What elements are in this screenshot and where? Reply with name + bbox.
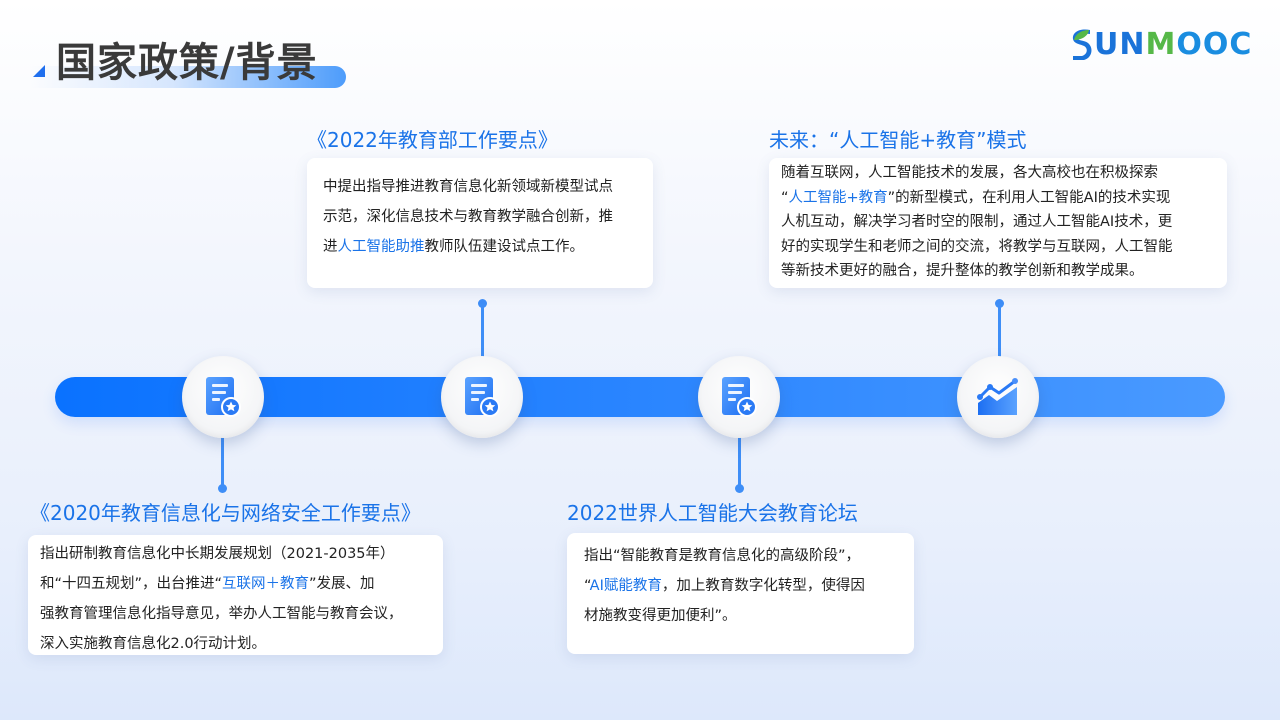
logo-text: UNMOOC xyxy=(1094,26,1253,62)
document-star-icon xyxy=(465,377,500,417)
logo-leaf-icon xyxy=(1072,29,1092,60)
connector-line-1 xyxy=(221,436,224,488)
card-line: “AI赋能教育，加上教育数字化转型，使得因 xyxy=(584,578,865,594)
card-line: 中提出指导推进教育信息化新领域新模型试点 xyxy=(323,179,613,195)
card-line: 人机互动，解决学习者时空的限制，通过人工智能AI技术，更 xyxy=(781,214,1173,230)
highlight-text: 人工智能助推 xyxy=(337,239,425,255)
timeline-node-3 xyxy=(698,356,780,438)
card-line: 进人工智能助推教师队伍建设试点工作。 xyxy=(323,239,584,255)
highlight-text: AI赋能教育 xyxy=(589,578,662,594)
card-2022-waic: 指出“智能教育是教育信息化的高级阶段”， “AI赋能教育，加上教育数字化转型，使… xyxy=(567,533,914,654)
heading-future-mode: 未来：“人工智能+教育”模式 xyxy=(769,128,1027,152)
document-star-icon xyxy=(206,377,241,417)
highlight-text: 互联网＋教育 xyxy=(222,576,310,592)
sunmooc-logo: UNMOOC xyxy=(1070,26,1255,62)
document-star-icon xyxy=(722,377,757,417)
page-title-block: 国家政策/背景 xyxy=(30,30,360,90)
connector-line-3 xyxy=(738,436,741,488)
card-line: “人工智能+教育”的新型模式，在利用人工智能AI的技术实现 xyxy=(781,189,1171,206)
connector-dot-1 xyxy=(218,484,227,493)
page-title: 国家政策/背景 xyxy=(56,40,318,86)
timeline-node-4 xyxy=(957,356,1039,438)
timeline-node-1 xyxy=(182,356,264,438)
connector-dot-3 xyxy=(735,484,744,493)
card-line: 指出研制教育信息化中长期发展规划（2021-2035年） xyxy=(40,546,395,562)
connector-dot-4 xyxy=(995,299,1004,308)
card-2020-policy: 指出研制教育信息化中长期发展规划（2021-2035年） 和“十四五规划”，出台… xyxy=(28,535,443,655)
card-line: 等新技术更好的融合，提升整体的教学创新和教学成果。 xyxy=(781,263,1144,279)
card-line: 材施教变得更加便利”。 xyxy=(584,608,737,624)
title-underline-bar xyxy=(30,66,346,88)
heading-2020-policy: 《2020年教育信息化与网络安全工作要点》 xyxy=(30,501,421,525)
trend-chart-icon xyxy=(977,378,1018,415)
card-line: 深入实施教育信息化2.0行动计划。 xyxy=(40,636,267,652)
timeline-node-2 xyxy=(441,356,523,438)
highlight-text: 人工智能+教育 xyxy=(788,189,888,206)
heading-2022-waic: 2022世界人工智能大会教育论坛 xyxy=(567,501,858,525)
connector-line-2 xyxy=(481,304,484,358)
card-line: 指出“智能教育是教育信息化的高级阶段”， xyxy=(584,548,861,564)
card-line: 强教育管理信息化指导意见，举办人工智能与教育会议， xyxy=(40,606,403,622)
heading-2022-moe: 《2022年教育部工作要点》 xyxy=(307,128,558,152)
card-line: 随着互联网，人工智能技术的发展，各大高校也在积极探索 xyxy=(781,165,1158,181)
title-triangle-icon xyxy=(33,65,45,77)
card-future-mode: 随着互联网，人工智能技术的发展，各大高校也在积极探索 “人工智能+教育”的新型模… xyxy=(769,158,1227,288)
card-line: 和“十四五规划”，出台推进“互联网＋教育”发展、加 xyxy=(40,576,375,592)
connector-line-4 xyxy=(998,304,1001,358)
card-line: 示范，深化信息技术与教育教学融合创新，推 xyxy=(323,209,613,225)
card-line: 好的实现学生和老师之间的交流，将教学与互联网，人工智能 xyxy=(781,238,1173,255)
connector-dot-2 xyxy=(478,299,487,308)
card-2022-moe: 中提出指导推进教育信息化新领域新模型试点 示范，深化信息技术与教育教学融合创新，… xyxy=(307,158,653,288)
